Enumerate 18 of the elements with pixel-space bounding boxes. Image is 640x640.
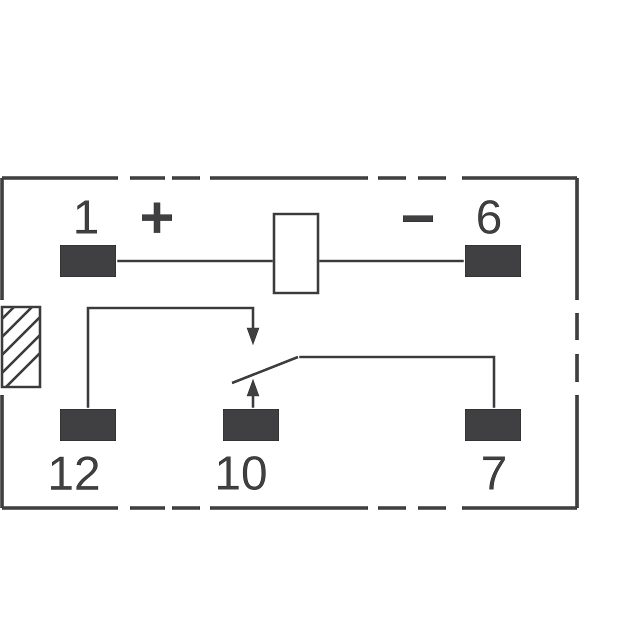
pin-pad: 12	[51, 409, 116, 490]
switch-contact	[232, 356, 298, 384]
node-label: 1	[76, 200, 97, 234]
coil-box	[272, 212, 320, 294]
pin-pad: 1	[60, 200, 116, 277]
node-label: 12	[51, 456, 98, 490]
polarity-sign: −	[403, 215, 434, 222]
polarity-sign: +	[142, 202, 172, 233]
node-label: 7	[483, 456, 505, 490]
arrow	[86, 306, 260, 408]
pin-pad: 7	[465, 409, 521, 490]
wire	[117, 260, 273, 262]
pin-pad: 6	[465, 200, 521, 277]
node-label: 6	[478, 200, 500, 234]
wire	[299, 356, 496, 408]
node-label: 10	[218, 456, 266, 490]
wire	[319, 260, 464, 262]
pin-pad: 10	[218, 409, 279, 490]
